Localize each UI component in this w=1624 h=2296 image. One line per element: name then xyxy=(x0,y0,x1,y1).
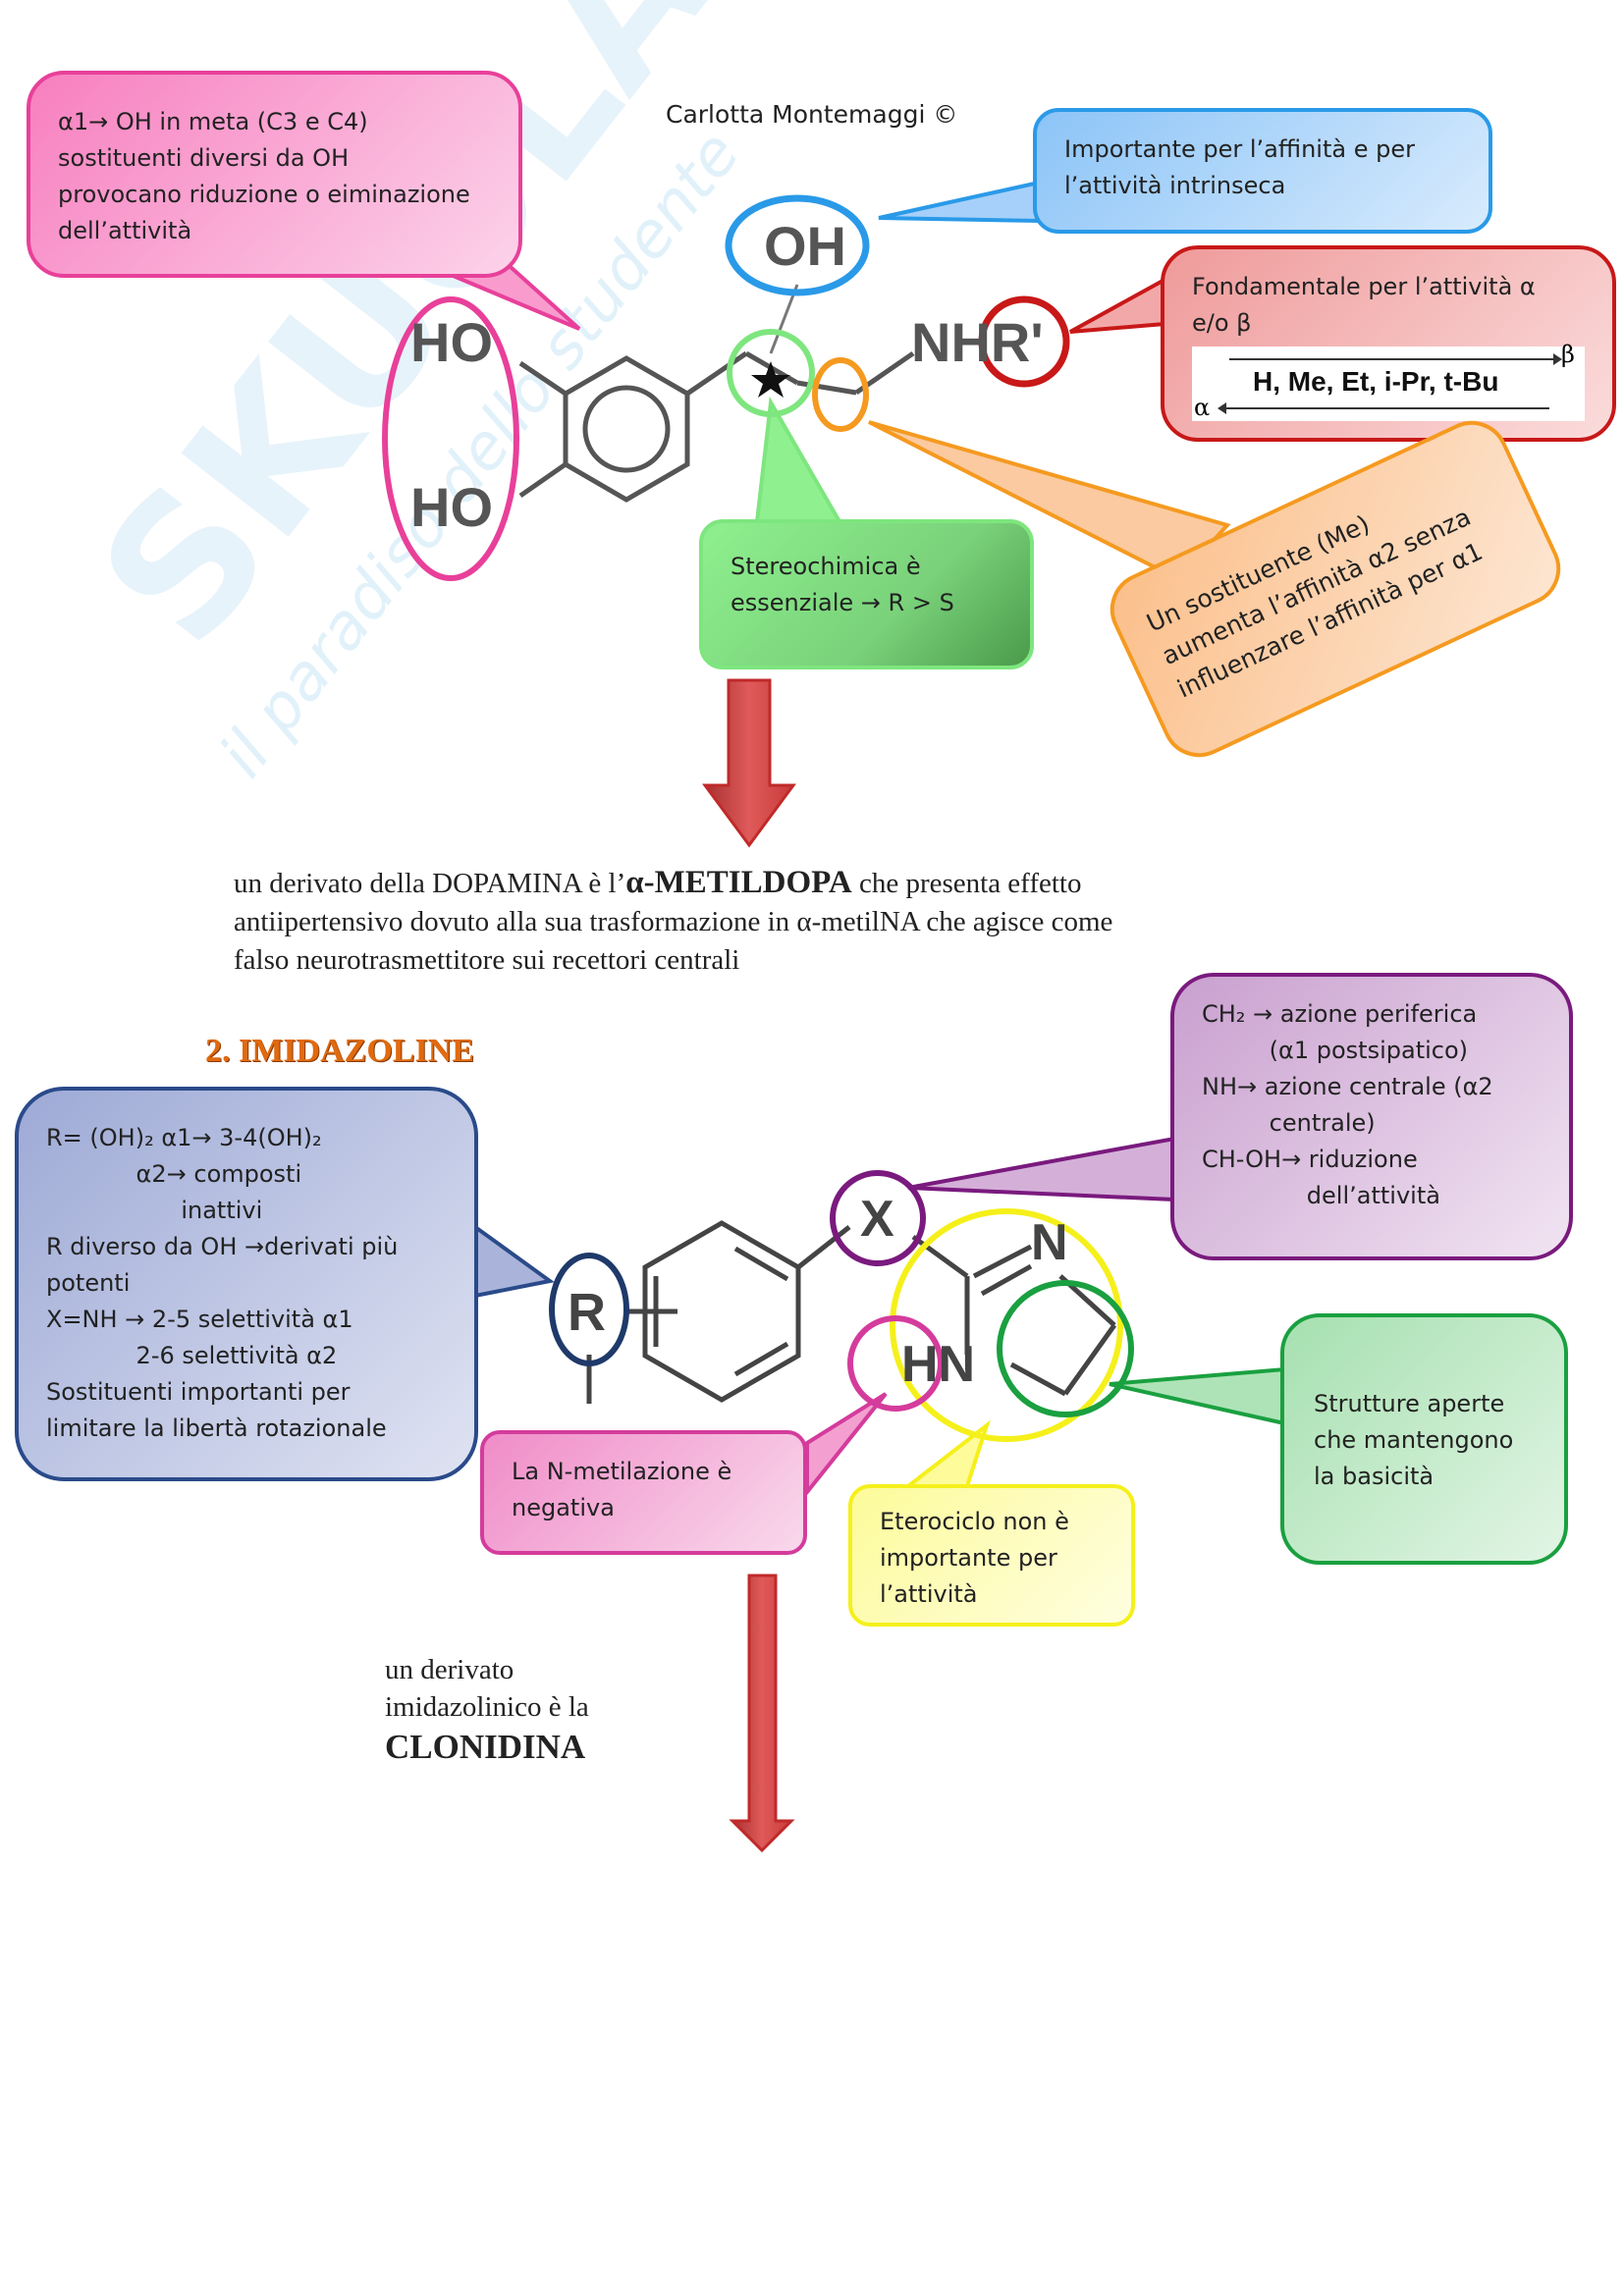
chiral-center-star-icon xyxy=(751,361,790,398)
callout-line: importante per xyxy=(880,1544,1057,1572)
alpha-arrow-head-icon xyxy=(1218,402,1226,414)
chiral-highlight-ring xyxy=(727,329,815,417)
paragraph-text: che presenta effetto xyxy=(851,868,1082,899)
callout-line: X=NH → 2-5 selettività α1 xyxy=(46,1306,353,1333)
callout-open-structures: Strutture aperte che mantengono la basic… xyxy=(1280,1313,1568,1565)
alpha-arrow-line xyxy=(1225,407,1549,409)
beta-arrow-line xyxy=(1229,358,1553,360)
callout-line: La N-metilazione è xyxy=(512,1458,732,1485)
section-heading: 2. IMIDAZOLINE xyxy=(205,1033,474,1069)
substituent-scale: H, Me, Et, i-Pr, t-Bu xyxy=(1253,366,1499,397)
clonidine-text: un derivato imidazolinico è la CLONIDINA xyxy=(385,1651,589,1769)
x-highlight-ring xyxy=(830,1170,926,1266)
callout-heterocycle: Eterociclo non è importante per l’attivi… xyxy=(848,1484,1135,1627)
callout-line: la basicità xyxy=(1314,1463,1435,1490)
callout-line: provocano riduzione o eiminazione xyxy=(58,181,470,208)
callout-line: (α1 postsipatico) xyxy=(1202,1037,1469,1064)
ho-upper-label: HO xyxy=(410,311,493,373)
paragraph-line-3: falso neurotrasmettitore sui recettori c… xyxy=(234,944,740,976)
callout-affinity: Importante per l’affinità e per l’attivi… xyxy=(1033,108,1492,234)
callout-meta-oh: α1→ OH in meta (C3 e C4) sostituenti div… xyxy=(27,71,522,278)
down-arrow-1 xyxy=(702,678,796,848)
closing-line-1: un derivato xyxy=(385,1654,514,1685)
callout-n-methyl: La N-metilazione è negativa xyxy=(480,1430,807,1555)
callout-line: Stereochimica è xyxy=(731,553,921,580)
benzene-ring-1 xyxy=(518,284,915,503)
callout-line: l’attività xyxy=(880,1580,978,1608)
callout-line: Importante per l’affinità e per xyxy=(1064,135,1415,163)
alpha-carbon-highlight-ring xyxy=(812,357,869,432)
callout-stereochemistry: Stereochimica è essenziale → R > S xyxy=(699,519,1034,669)
author-credit: Carlotta Montemaggi © xyxy=(666,100,958,129)
x-label: X xyxy=(860,1191,894,1248)
callout-line: Fondamentale per l’attività α xyxy=(1192,273,1536,300)
callout-line: R diverso da OH →derivati più xyxy=(46,1233,399,1260)
callout-line: 2-6 selettività α2 xyxy=(46,1342,338,1369)
n-label: N xyxy=(1031,1214,1068,1271)
beta-arrow-head-icon xyxy=(1553,353,1562,365)
r-label: R xyxy=(568,1283,606,1342)
benzene-ring-2 xyxy=(586,1220,1117,1404)
oh-label: OH xyxy=(764,215,846,277)
methyldopa-paragraph: un derivato della DOPAMINA è l’α-METILDO… xyxy=(234,864,1112,980)
heterocycle-highlight-ring xyxy=(890,1208,1123,1442)
ring-highlight-ring xyxy=(997,1280,1134,1417)
closing-line-2: imidazolinico è la xyxy=(385,1691,589,1723)
callout-line: centrale) xyxy=(1202,1109,1376,1137)
callout-line: e/o β xyxy=(1192,309,1252,337)
r-prime-highlight-ring xyxy=(978,295,1070,388)
callout-line: sostituenti diversi da OH xyxy=(58,144,350,172)
callout-line: CH₂ → azione periferica xyxy=(1202,1000,1478,1028)
callout-x-group: CH₂ → azione periferica (α1 postsipatico… xyxy=(1170,973,1573,1260)
nh-highlight-ring xyxy=(847,1315,944,1412)
callout-line: inattivi xyxy=(46,1197,263,1224)
callout-line: α2→ composti xyxy=(46,1160,302,1188)
beta-label: β xyxy=(1561,341,1575,368)
callout-line: limitare la libertà rotazionale xyxy=(46,1415,387,1442)
hn-label: HN xyxy=(901,1336,976,1393)
callout-line: CH-OH→ riduzione xyxy=(1202,1146,1418,1173)
callout-line: Eterociclo non è xyxy=(880,1508,1069,1535)
callout-line: Strutture aperte xyxy=(1314,1390,1505,1417)
r-highlight-ring xyxy=(549,1253,629,1366)
callout-line: Sostituenti importanti per xyxy=(46,1378,351,1406)
nhr-label: NHR' xyxy=(911,311,1044,373)
alpha-beta-scale: β H, Me, Et, i-Pr, t-Bu α xyxy=(1192,341,1585,421)
paragraph-line-2: antiipertensivo dovuto alla sua trasform… xyxy=(234,906,1113,937)
callout-line: l’attività intrinseca xyxy=(1064,172,1286,199)
callout-line: NH→ azione centrale (α2 xyxy=(1202,1073,1493,1100)
callout-line: dell’attività xyxy=(58,217,192,244)
clonidine-name: CLONIDINA xyxy=(385,1728,586,1766)
callout-line: essenziale → R > S xyxy=(731,589,954,616)
paragraph-text: un derivato della DOPAMINA è l’ xyxy=(234,868,626,899)
down-arrow-2 xyxy=(729,1574,795,1853)
ho-highlight-ring xyxy=(382,296,519,581)
callout-line: negativa xyxy=(512,1494,615,1522)
oh-highlight-ring xyxy=(725,194,870,296)
callout-line: che mantengono xyxy=(1314,1426,1514,1454)
callout-line: dell’attività xyxy=(1202,1182,1440,1209)
alpha-label: α xyxy=(1194,394,1211,421)
callout-r-group: R= (OH)₂ α1→ 3-4(OH)₂ α2→ composti inatt… xyxy=(15,1087,478,1481)
callout-line: α1→ OH in meta (C3 e C4) xyxy=(58,108,368,135)
callout-line: potenti xyxy=(46,1269,131,1297)
methyldopa-name: α-METILDOPA xyxy=(625,865,852,900)
ho-lower-label: HO xyxy=(410,476,493,538)
callout-line: R= (OH)₂ α1→ 3-4(OH)₂ xyxy=(46,1124,322,1151)
paragraph-line-1: un derivato della DOPAMINA è l’α-METILDO… xyxy=(234,864,1112,903)
